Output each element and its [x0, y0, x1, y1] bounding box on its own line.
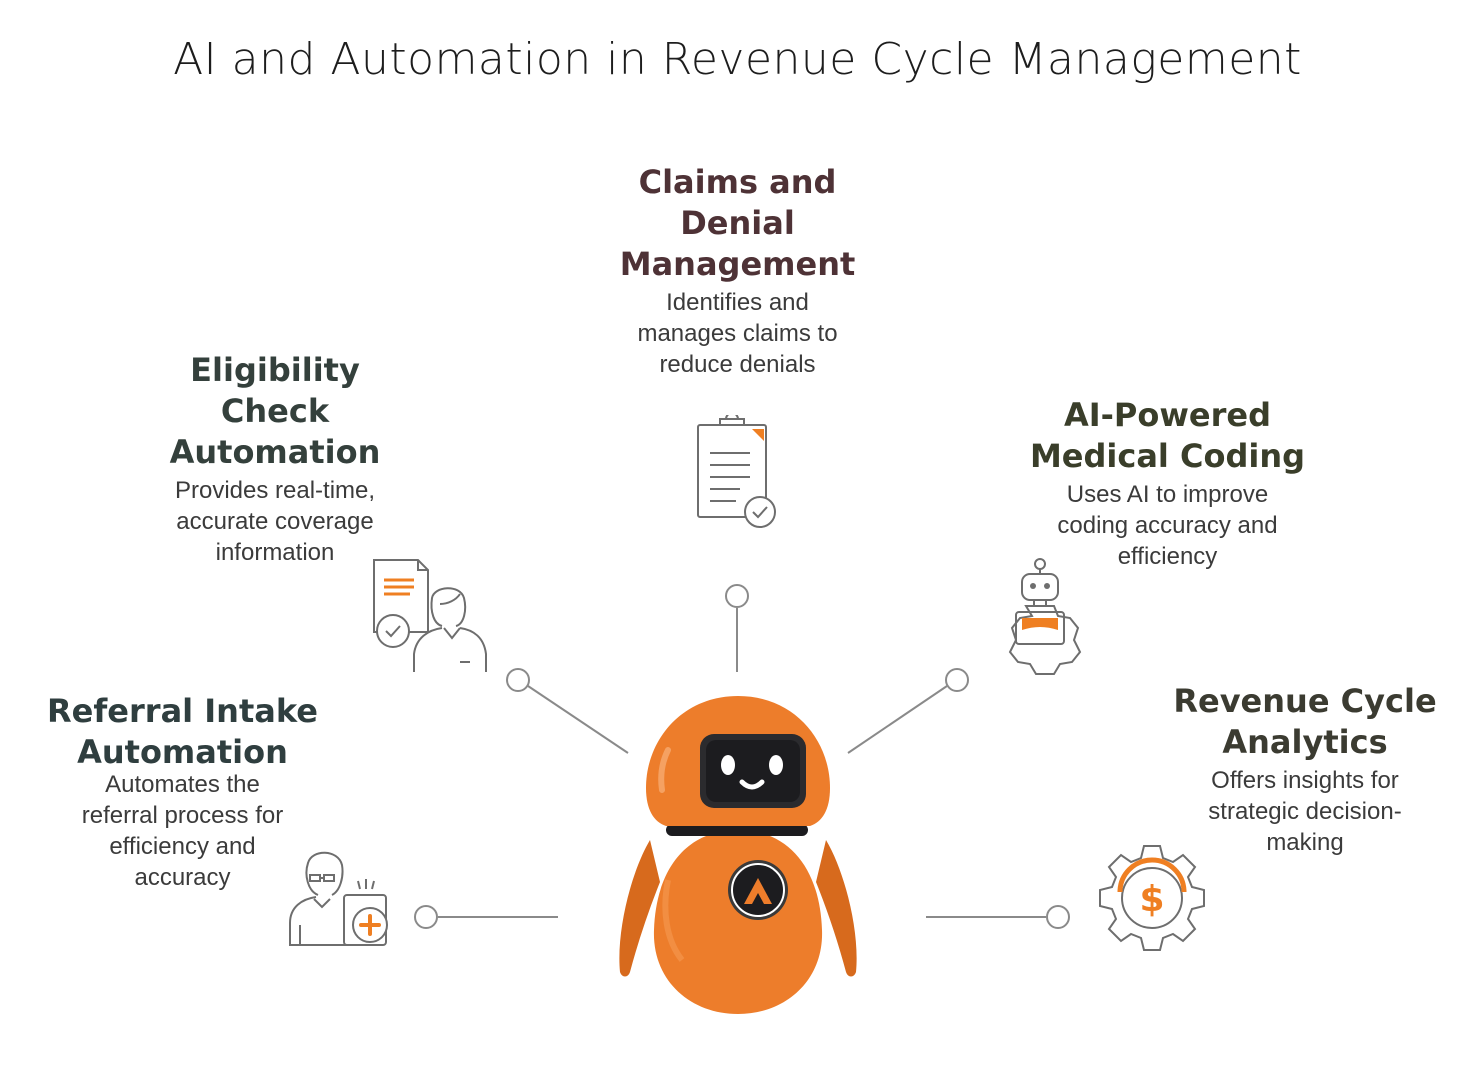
feature-description: Identifies and manages claims to reduce … — [637, 289, 838, 378]
document-check-person-icon — [373, 559, 487, 672]
feature-claims-denial-management: Claims and Denial Management Identifies … — [600, 162, 875, 380]
connector-node-coding — [945, 668, 969, 692]
feature-description: Automates the referral process for effic… — [81, 771, 284, 891]
feature-heading: Referral Intake Automation — [47, 692, 318, 771]
feature-ai-powered-medical-coding: AI-Powered Medical Coding Uses AI to imp… — [1010, 395, 1325, 572]
robot-gear-icon — [1008, 558, 1082, 675]
feature-description: Uses AI to improve coding accuracy and e… — [1057, 481, 1278, 570]
feature-heading: AI-Powered Medical Coding — [1029, 396, 1306, 475]
feature-eligibility-check-automation: Eligibility Check Automation Provides re… — [140, 350, 410, 568]
robot-mascot-icon — [619, 696, 857, 1014]
connector-node-claims — [725, 584, 749, 608]
connector-coding — [847, 685, 948, 754]
feature-heading: Revenue Cycle Analytics — [1173, 682, 1437, 761]
feature-referral-intake-automation: Referral Intake Automation Automates the… — [35, 691, 330, 893]
feature-description: Provides real-time, accurate coverage in… — [174, 477, 376, 566]
feature-heading: Eligibility Check Automation — [169, 351, 381, 471]
person-plus-icon — [289, 851, 388, 946]
feature-revenue-cycle-analytics: Revenue Cycle Analytics Offers insights … — [1160, 681, 1450, 858]
page-title: AI and Automation in Revenue Cycle Manag… — [173, 34, 1302, 85]
feature-heading: Claims and Denial Management — [619, 163, 856, 283]
gear-dollar-icon: $ — [1099, 845, 1205, 951]
connector-node-referral — [414, 905, 438, 929]
feature-description: Offers insights for strategic decision- … — [1208, 767, 1402, 856]
connector-eligibility — [527, 685, 629, 754]
connector-node-eligibility — [506, 668, 530, 692]
dollar-sign-icon: $ — [1139, 879, 1164, 920]
clipboard-check-icon — [697, 415, 776, 528]
connector-node-analytics — [1046, 905, 1070, 929]
